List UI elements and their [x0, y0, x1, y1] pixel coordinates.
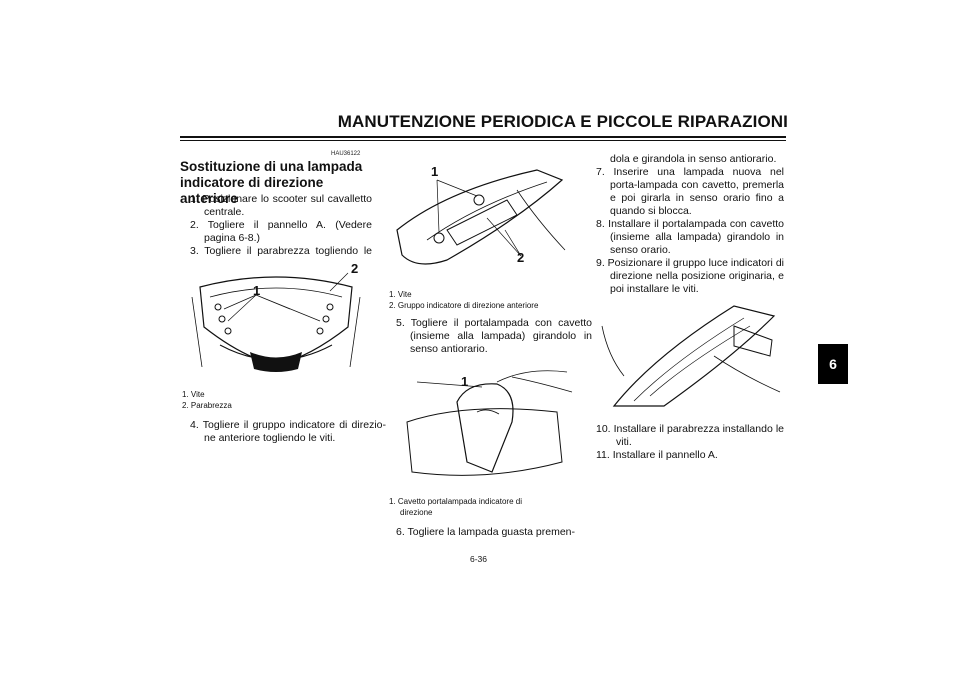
callout-1: 1	[253, 283, 261, 298]
step-2: 2. Togliere il pannello A. (Vedere pagin…	[190, 219, 372, 244]
header-rule-thick	[180, 136, 786, 138]
chapter-tab: 6	[818, 344, 848, 384]
step-8: 8. Installare il portalampada con cavett…	[596, 218, 784, 256]
figure3-caption-1b: direzione	[400, 508, 433, 517]
installed-assembly-illustration	[601, 305, 781, 407]
turn-signal-illustration	[396, 169, 566, 265]
steps-column-3: 7. Inserire una lampada nuova nel porta-…	[596, 166, 784, 296]
figure-bulb-socket: 1	[387, 362, 577, 486]
page-number: 6-36	[470, 554, 488, 564]
step-9: 9. Posizionare il gruppo luce indicatori…	[596, 257, 784, 295]
section-code: HAU36122	[331, 151, 361, 157]
figure2-caption-1: 1. Vite	[389, 290, 412, 299]
step-6: 6. Togliere la lampada guasta premen-	[396, 526, 575, 538]
step-5: 5. Togliere il portalampada con cavetto …	[396, 317, 592, 355]
step-7: 7. Inserire una lampada nuova nel porta-…	[596, 166, 784, 217]
step-10: 10. Installare il parabrezza installando…	[596, 423, 784, 448]
figure1-caption-1: 1. Vite	[182, 390, 205, 399]
figure-turn-signal-assembly: 1 2	[387, 160, 577, 280]
figure-installed-assembly	[594, 296, 784, 418]
step-11: 11. Installare il pannello A.	[596, 449, 718, 461]
callout-1: 1	[461, 374, 469, 389]
steps-column-3-b: 10. Installare il parabrezza installando…	[596, 423, 784, 462]
section-title: Sostituzione di una lampada indicatore d…	[180, 159, 363, 206]
header-rule-thin	[180, 140, 786, 141]
bulb-socket-illustration	[406, 370, 573, 476]
step-4: 4. Togliere il gruppo indicatore di dire…	[190, 419, 386, 444]
callout-2: 2	[517, 250, 525, 265]
callout-1: 1	[431, 164, 439, 179]
callout-2: 2	[351, 261, 359, 276]
step-1: 1. Posizionare lo scooter sul cavalletto…	[190, 193, 372, 218]
step-6-continuation: dola e girandola in senso antiorario.	[610, 153, 777, 165]
figure-windscreen: 1 2	[180, 257, 372, 383]
figure3-caption-1: 1. Cavetto portalampada indicatore di	[389, 497, 522, 506]
figure2-caption-2: 2. Gruppo indicatore di direzione anteri…	[389, 301, 539, 310]
windscreen-illustration	[191, 272, 361, 372]
page-header-title: MANUTENZIONE PERIODICA E PICCOLE RIPARAZ…	[337, 112, 788, 131]
figure1-caption-2: 2. Parabrezza	[182, 401, 232, 410]
